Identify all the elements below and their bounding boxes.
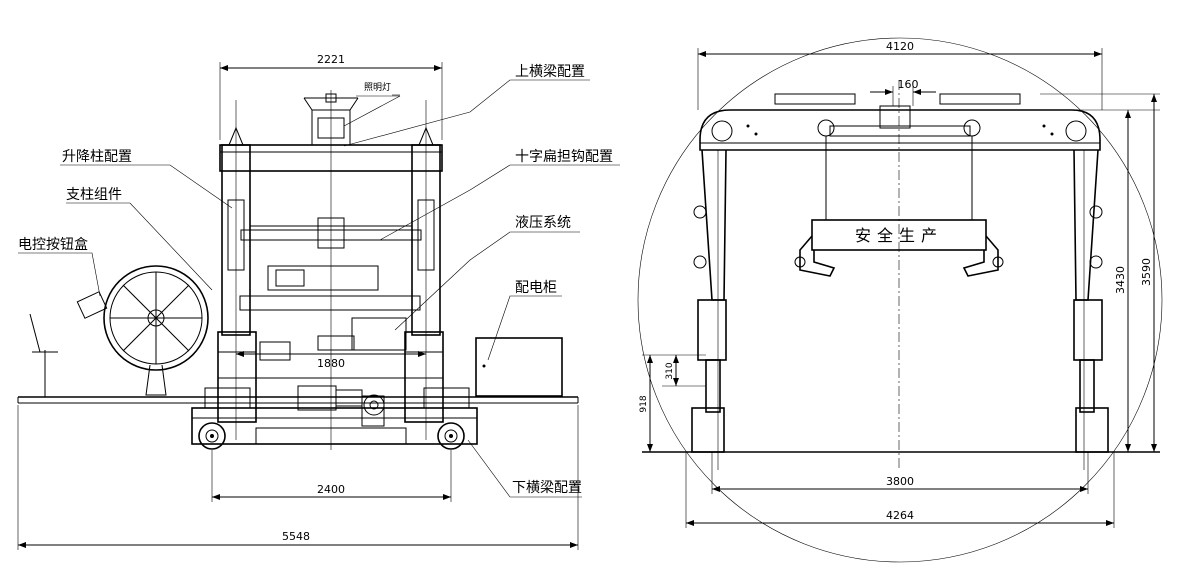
lamp-assembly bbox=[303, 93, 359, 146]
side-leg-left bbox=[691, 149, 727, 470]
dim-total-length: 5548 bbox=[17, 405, 579, 550]
label-lower-beam: 下横梁配置 bbox=[512, 480, 582, 496]
dim-hook-gap: 160 bbox=[870, 78, 936, 106]
label-power-cabinet: 配电柜 bbox=[515, 280, 557, 296]
side-leg-right bbox=[1073, 149, 1109, 470]
dim-top-width: 2221 bbox=[219, 53, 443, 140]
dim-label-foot-height: 310 bbox=[665, 362, 675, 379]
dim-side-total: 4264 bbox=[685, 452, 1115, 528]
label-control-box: 电控按钮盒 bbox=[18, 236, 88, 253]
upper-beam bbox=[219, 90, 443, 450]
label-lamp: 照明灯 bbox=[364, 82, 391, 93]
dim-label-total-length: 5548 bbox=[282, 530, 310, 543]
dim-mid-width: 1880 bbox=[236, 351, 426, 370]
front-wheel-right bbox=[437, 422, 465, 450]
label-column-assembly: 支柱组件 bbox=[66, 187, 122, 203]
dim-heights: 3430 3590 bbox=[1020, 93, 1160, 453]
dim-label-track-span: 3800 bbox=[886, 475, 914, 488]
front-view: 2221 1880 2400 5548 bbox=[17, 53, 620, 550]
dim-foot: 310 918 bbox=[639, 354, 706, 452]
dim-track-span: 3800 bbox=[711, 452, 1089, 494]
dim-label-hook-gap: 160 bbox=[898, 78, 919, 91]
dim-label-mid-width: 1880 bbox=[317, 357, 345, 370]
envelope-circle bbox=[637, 37, 1163, 563]
power-cabinet bbox=[475, 337, 563, 397]
side-view: 安全生产 4120 160 3800 bbox=[637, 37, 1163, 563]
drive-unit bbox=[297, 385, 385, 427]
safety-sign-board bbox=[811, 219, 987, 251]
dim-label-side-top: 4120 bbox=[886, 40, 914, 53]
control-box bbox=[29, 291, 108, 397]
label-upper-beam: 上横梁配置 bbox=[515, 64, 585, 80]
dim-wheel-span: 2400 bbox=[211, 450, 452, 502]
dim-label-height-total: 3590 bbox=[1140, 258, 1153, 286]
side-hook-beam: 安全生产 bbox=[794, 136, 1004, 277]
label-hydraulic: 液压系统 bbox=[515, 215, 571, 231]
dim-label-wheel-span: 2400 bbox=[317, 483, 345, 496]
dim-label-side-total: 4264 bbox=[886, 509, 914, 522]
dim-side-top: 4120 bbox=[697, 40, 1103, 110]
side-top-beam bbox=[699, 93, 1101, 151]
label-cross-hook: 十字扁担钩配置 bbox=[515, 149, 613, 165]
label-lift-column: 升降柱配置 bbox=[62, 149, 132, 165]
leader-lines bbox=[18, 79, 620, 498]
cross-hook-beam bbox=[240, 217, 422, 249]
lift-column-right bbox=[411, 100, 441, 440]
dim-label-base-height: 918 bbox=[639, 395, 649, 412]
column-base-left bbox=[217, 331, 257, 423]
safety-sign-text: 安全生产 bbox=[855, 226, 943, 245]
column-base-right bbox=[404, 331, 444, 423]
lift-column-left bbox=[221, 100, 251, 440]
front-wheel-left bbox=[198, 422, 226, 450]
cable-reel bbox=[103, 265, 209, 396]
dim-label-top-width: 2221 bbox=[317, 53, 345, 66]
hoist-motor bbox=[267, 265, 379, 291]
dim-label-height-inner: 3430 bbox=[1114, 266, 1127, 294]
